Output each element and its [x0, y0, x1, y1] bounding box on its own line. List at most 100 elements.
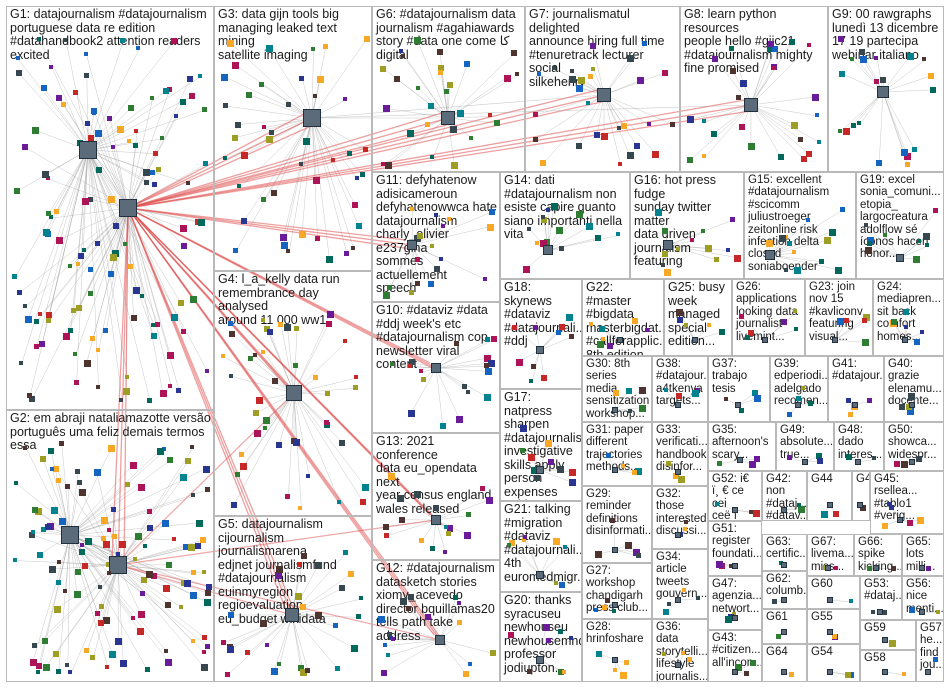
hub-vertex-icon: [597, 88, 611, 102]
vertex-icon: [108, 445, 116, 453]
vertex-icon: [394, 76, 401, 83]
edge: [44, 564, 119, 642]
vertex-icon: [75, 305, 82, 312]
edge: [21, 149, 89, 365]
vertex-icon: [107, 115, 113, 121]
edge: [399, 498, 437, 521]
vertex-icon: [793, 309, 798, 314]
vertex-icon: [261, 196, 267, 202]
vertex-icon: [678, 476, 686, 483]
vertex-icon: [601, 605, 607, 611]
vertex-icon: [79, 548, 86, 555]
vertex-icon: [529, 379, 534, 383]
edge: [750, 104, 781, 158]
edge: [440, 73, 449, 119]
vertex-icon: [299, 604, 306, 611]
edge: [87, 149, 127, 245]
vertex-icon: [26, 393, 32, 399]
edge: [679, 319, 696, 341]
vertex-icon: [228, 320, 234, 326]
inter-group-edge: [127, 112, 443, 209]
vertex-icon: [441, 224, 446, 229]
edge: [435, 339, 488, 369]
vertex-icon: [85, 538, 93, 546]
vertex-icon: [862, 314, 870, 322]
edge: [603, 44, 646, 96]
edge: [514, 327, 541, 351]
hub-vertex-icon: [781, 562, 787, 568]
vertex-icon: [123, 388, 131, 396]
vertex-icon: [297, 664, 304, 671]
vertex-icon: [240, 218, 247, 225]
vertex-icon: [908, 393, 916, 401]
vertex-icon: [456, 415, 464, 423]
group-cell-g56: G56: nice menti...: [902, 576, 944, 620]
edge: [539, 469, 572, 472]
vertex-icon: [157, 447, 164, 455]
hub-vertex-icon: [882, 637, 888, 643]
vertex-icon: [360, 498, 367, 505]
hub-vertex-icon: [675, 662, 681, 668]
group-label-g32: G32: those interested discussi...: [656, 488, 707, 537]
edge: [76, 149, 89, 383]
vertex-icon: [107, 528, 112, 533]
vertex-icon: [626, 152, 634, 160]
vertex-icon: [83, 51, 88, 56]
vertex-icon: [663, 609, 670, 615]
group-label-g34: G34: article tweets gouvern...: [656, 551, 708, 601]
vertex-icon: [330, 157, 335, 162]
vertex-icon: [418, 538, 424, 544]
vertex-icon: [132, 556, 137, 561]
vertex-icon: [568, 479, 576, 487]
vertex-icon: [16, 289, 22, 295]
vertex-icon: [109, 651, 117, 659]
edge: [539, 316, 570, 351]
edge: [87, 149, 209, 373]
vertex-icon: [87, 267, 93, 273]
group-cell-g4: G4: l_a_kelly data run remembrance day a…: [214, 271, 372, 516]
vertex-icon: [553, 537, 561, 545]
vertex-icon: [503, 74, 511, 82]
vertex-icon: [544, 440, 552, 448]
vertex-icon: [568, 76, 576, 84]
vertex-icon: [119, 397, 124, 402]
group-cell-g18: G18: skynews #dataviz #datajournali... #…: [500, 279, 582, 389]
edge: [69, 448, 112, 536]
vertex-icon: [555, 329, 561, 335]
vertex-icon: [252, 410, 259, 417]
vertex-icon: [661, 262, 666, 267]
vertex-icon: [577, 76, 585, 84]
vertex-icon: [446, 81, 453, 88]
vertex-icon: [890, 318, 897, 325]
edge: [117, 460, 189, 566]
hub-vertex-icon: [831, 336, 838, 343]
group-label-g22: G22: #master #bigdata masterbigdat... #c…: [586, 280, 664, 356]
vertex-icon: [41, 637, 48, 644]
group-cell-g53: G53: #dataj...: [860, 576, 902, 620]
vertex-icon: [151, 181, 157, 187]
edge: [87, 149, 185, 247]
vertex-icon: [229, 330, 236, 337]
vertex-icon: [110, 254, 117, 262]
vertex-icon: [55, 669, 61, 675]
edge: [52, 469, 71, 536]
edge: [293, 313, 331, 394]
vertex-icon: [134, 129, 139, 134]
vertex-icon: [575, 142, 582, 149]
edge: [899, 211, 937, 259]
vertex-icon: [85, 120, 91, 126]
edge: [614, 389, 643, 411]
vertex-icon: [130, 616, 135, 621]
vertex-icon: [511, 50, 518, 57]
vertex-icon: [729, 67, 736, 74]
edge: [386, 639, 441, 647]
vertex-icon: [141, 576, 148, 583]
edge: [543, 94, 605, 164]
group-cell-g24: G24: mediapren... sit back comfort homes…: [873, 279, 944, 356]
group-label-g11: G11: defyhatenow adisicameroun defyhaten…: [376, 173, 497, 295]
vertex-icon: [557, 668, 564, 675]
vertex-icon: [569, 636, 574, 641]
hub-vertex-icon: [873, 565, 879, 571]
vertex-icon: [594, 551, 602, 559]
vertex-icon: [866, 565, 872, 571]
